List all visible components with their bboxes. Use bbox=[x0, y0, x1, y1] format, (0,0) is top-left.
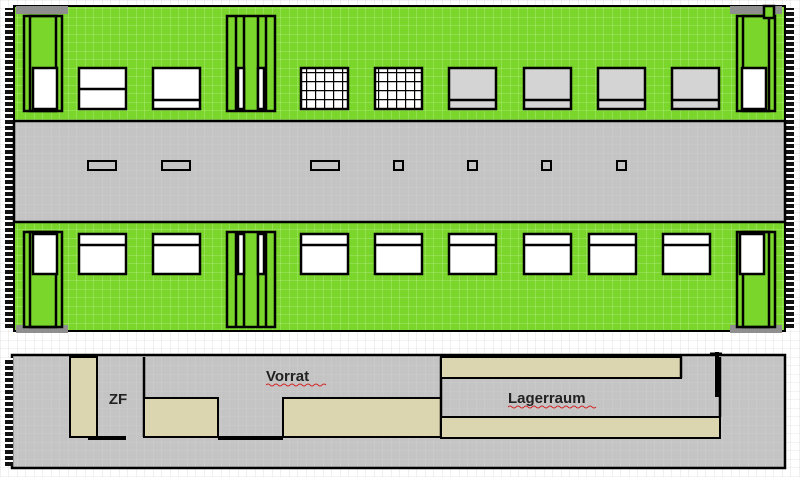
shelf bbox=[440, 416, 721, 439]
window-upper-gray bbox=[447, 66, 721, 111]
room-label-vorrat: Vorrat bbox=[266, 368, 309, 385]
room-label-lagerraum: Lagerraum bbox=[508, 390, 586, 407]
shelf bbox=[282, 397, 442, 438]
window-grid-pane bbox=[299, 66, 424, 111]
corner-cap bbox=[16, 6, 68, 14]
door-upper-left bbox=[22, 14, 64, 113]
left-edge-rail bbox=[5, 8, 13, 330]
window-lower bbox=[77, 232, 712, 276]
corner-cap bbox=[730, 325, 782, 333]
corner-cap bbox=[730, 6, 782, 14]
window-upper bbox=[77, 66, 202, 111]
door-lower-left bbox=[22, 230, 64, 329]
right-edge-rail bbox=[786, 8, 794, 330]
spellcheck-underline bbox=[507, 405, 597, 409]
facade-elevation bbox=[5, 4, 794, 333]
floor-plan: ZF Vorrat Lagerraum bbox=[5, 352, 787, 470]
gate-lower bbox=[225, 230, 277, 329]
corner-cap bbox=[16, 325, 68, 333]
room-label-zf: ZF bbox=[109, 391, 127, 408]
spellcheck-underline bbox=[265, 383, 327, 387]
shelf bbox=[69, 356, 98, 438]
door-lower-right bbox=[735, 230, 777, 329]
gate-upper bbox=[225, 14, 277, 113]
aisle-marker bbox=[87, 160, 627, 171]
aisle-band bbox=[12, 119, 787, 224]
door-upper-right bbox=[735, 4, 777, 113]
shelf bbox=[143, 397, 219, 438]
shelf bbox=[440, 356, 682, 379]
left-edge-rail bbox=[5, 358, 13, 466]
